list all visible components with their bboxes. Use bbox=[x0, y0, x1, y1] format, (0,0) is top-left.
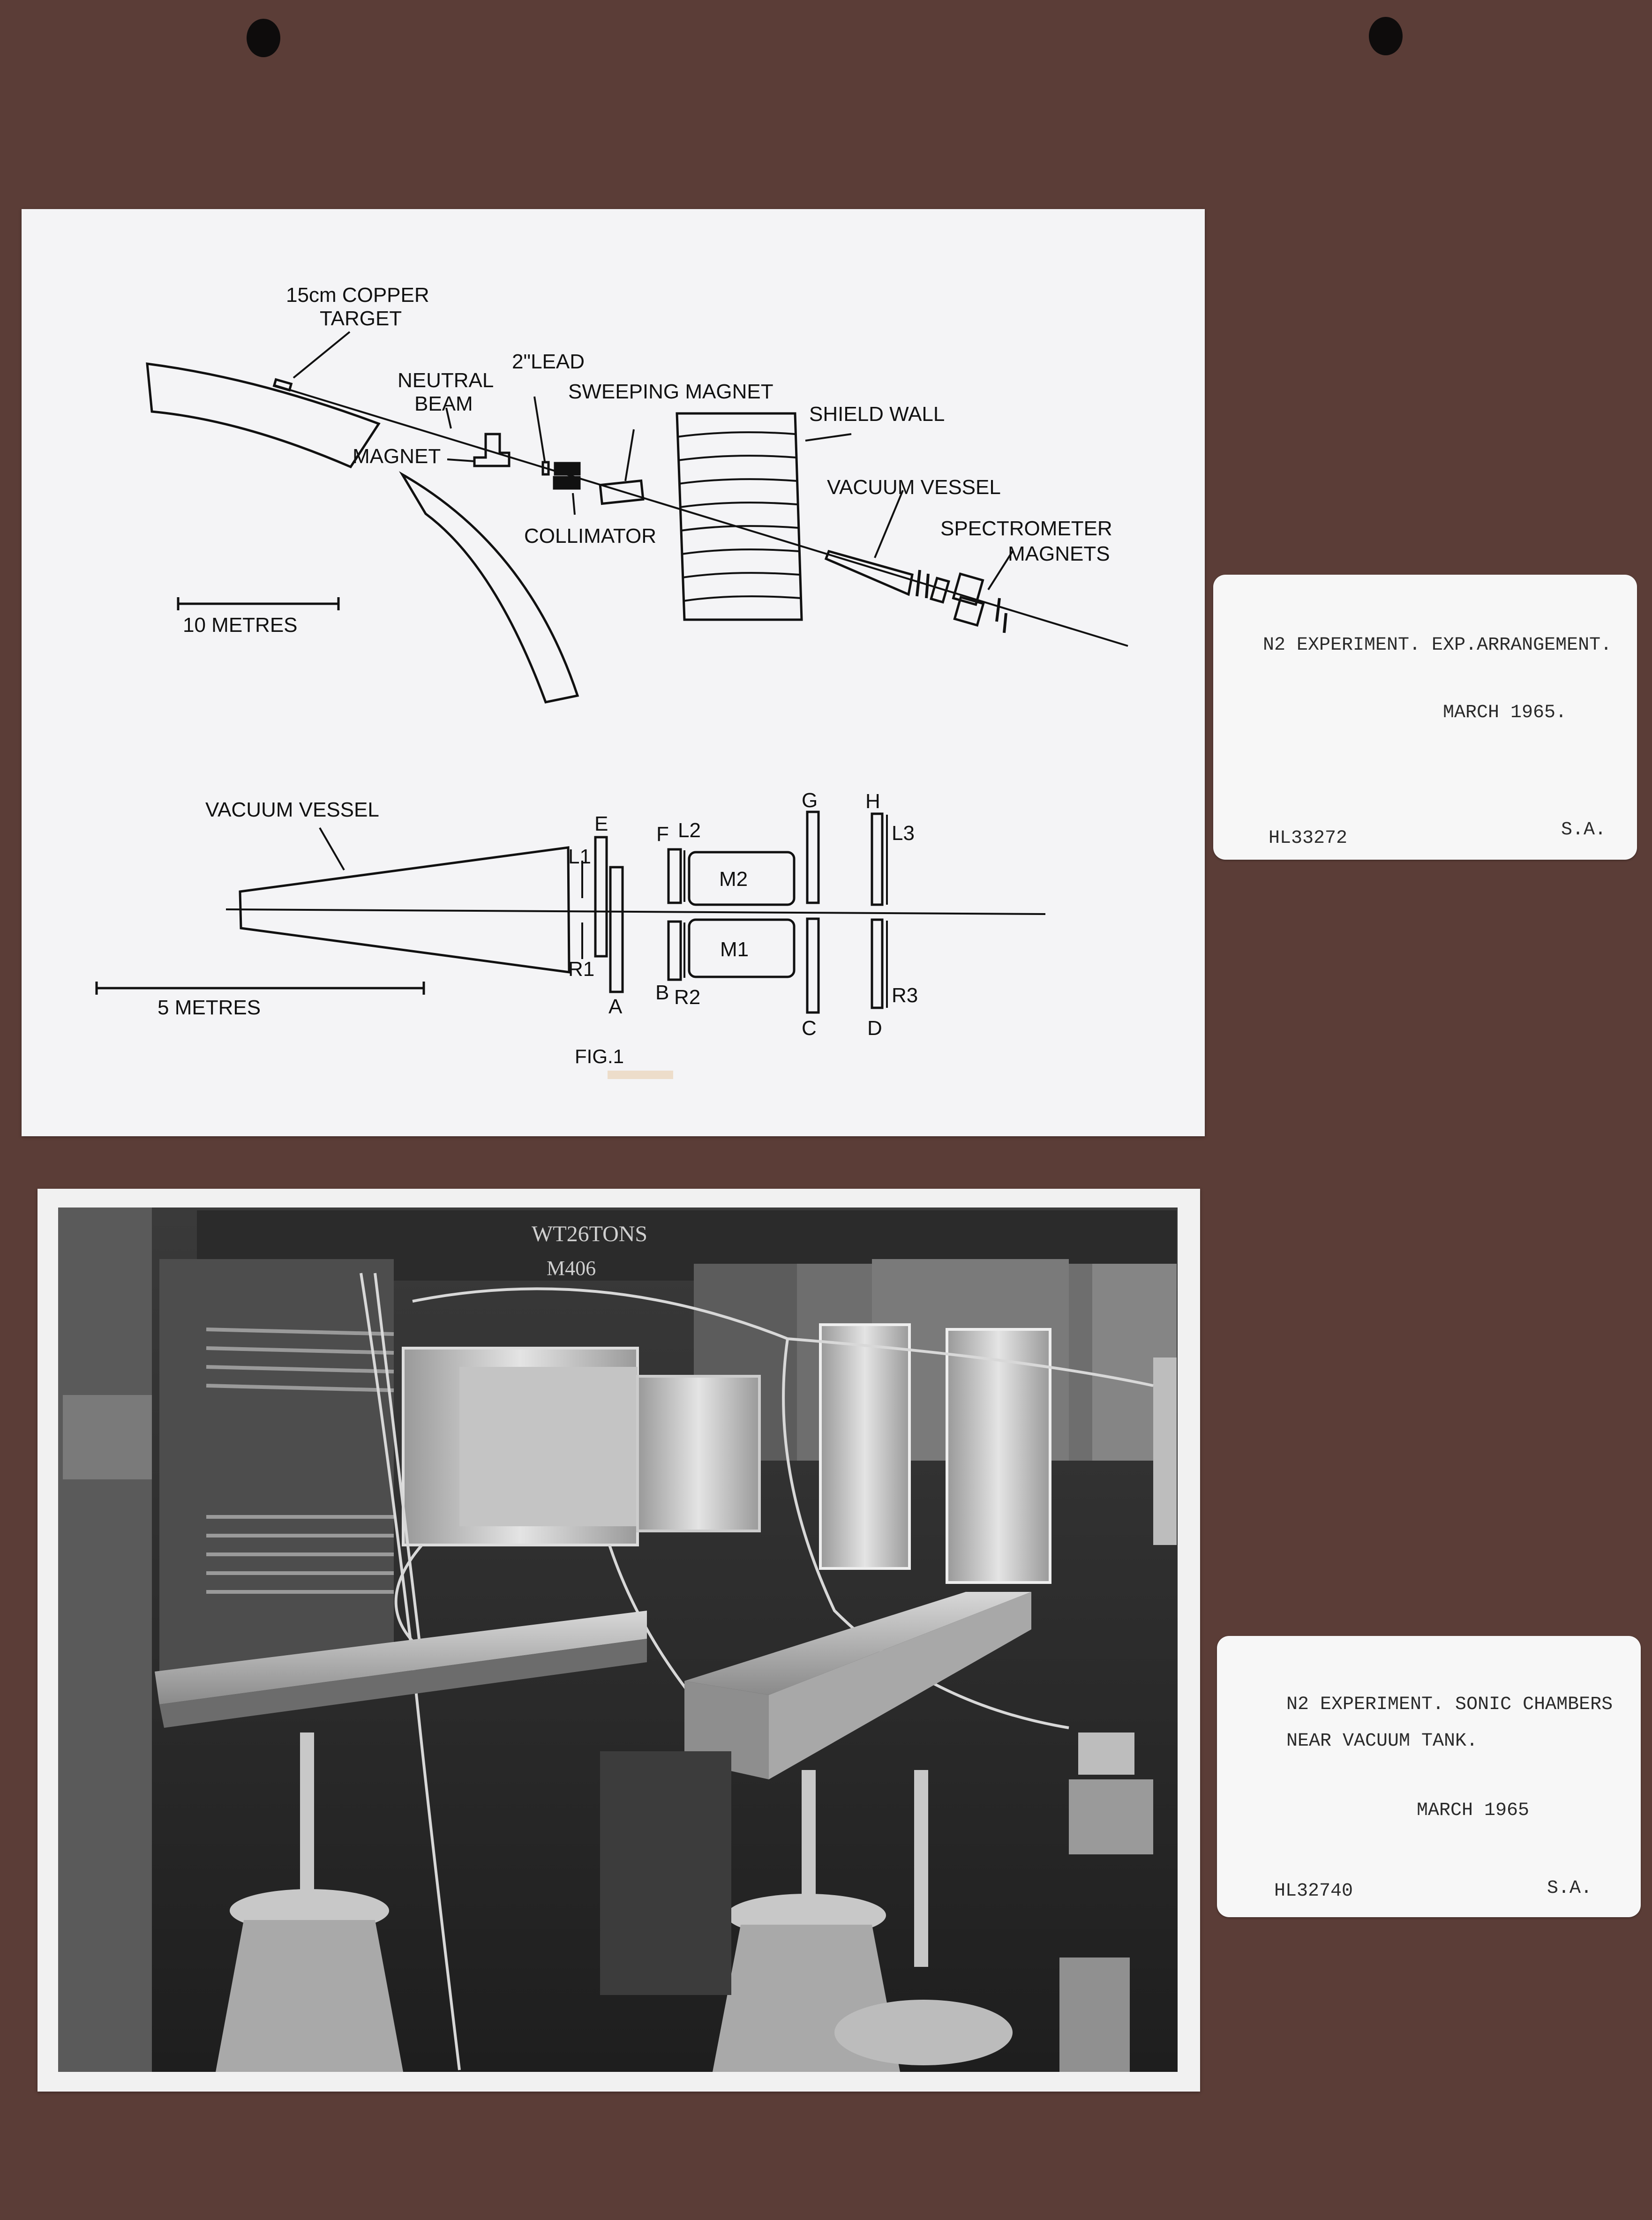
label-M2: M2 bbox=[719, 868, 748, 891]
synchrotron-arc-lower bbox=[398, 471, 579, 704]
spectrometer-magnet-1 bbox=[930, 577, 950, 604]
label-L1: L1 bbox=[568, 845, 591, 868]
synchrotron-arc-upper bbox=[146, 362, 381, 469]
card-1-initials: S.A. bbox=[1561, 819, 1607, 840]
label-target-1: 15cm COPPER bbox=[286, 284, 429, 307]
electronics-rack bbox=[600, 1751, 731, 1995]
label-vacuum-vessel-detail: VACUUM VESSEL bbox=[205, 798, 379, 821]
collimator-upper bbox=[554, 462, 581, 476]
vacuum-vessel-plan bbox=[824, 549, 914, 596]
figure-caption: FIG.1 bbox=[575, 1045, 624, 1067]
card-2-initials: S.A. bbox=[1547, 1878, 1592, 1899]
magnet-M2 bbox=[688, 851, 796, 906]
punch-hole-left bbox=[247, 19, 280, 57]
spectrometer-magnet bbox=[159, 1259, 394, 1681]
label-M1: M1 bbox=[720, 938, 749, 961]
chamber-D bbox=[871, 918, 884, 1009]
chamber-F bbox=[667, 848, 682, 904]
label-D: D bbox=[867, 1017, 882, 1040]
left-column bbox=[58, 1208, 152, 2072]
label-B: B bbox=[655, 981, 669, 1004]
label-E: E bbox=[594, 812, 608, 835]
card-2-date: MARCH 1965 bbox=[1417, 1800, 1530, 1821]
card-2-title: N2 EXPERIMENT. SONIC CHAMBERS bbox=[1286, 1694, 1613, 1715]
label-H: H bbox=[865, 790, 880, 813]
stencil-number: M406 bbox=[547, 1257, 596, 1280]
label-target-2: TARGET bbox=[320, 307, 402, 330]
magnet-M1 bbox=[688, 918, 796, 978]
label-vacuum-vessel: VACUUM VESSEL bbox=[827, 476, 1001, 499]
label-shield-wall: SHIELD WALL bbox=[809, 403, 945, 426]
card-2-ref: HL32740 bbox=[1274, 1881, 1353, 1902]
i-beam-right bbox=[684, 1592, 1031, 1695]
card-1-title: N2 EXPERIMENT. EXP.ARRANGEMENT. bbox=[1263, 635, 1612, 656]
label-G: G bbox=[802, 789, 818, 812]
sonic-chamber-4 bbox=[946, 1328, 1051, 1584]
label-F: F bbox=[656, 823, 669, 846]
label-L3: L3 bbox=[892, 822, 915, 845]
label-scale-10m: 10 METRES bbox=[183, 614, 298, 637]
card-1-ref: HL33272 bbox=[1269, 828, 1348, 849]
label-A: A bbox=[608, 995, 623, 1018]
sonic-chamber-3 bbox=[819, 1323, 911, 1570]
lead-block bbox=[541, 461, 550, 476]
chamber-A bbox=[609, 866, 624, 993]
i-beam-left bbox=[155, 1611, 647, 1704]
beam-line bbox=[274, 384, 1128, 647]
sonic-chamber-2 bbox=[636, 1375, 761, 1532]
label-lead: 2"LEAD bbox=[512, 350, 585, 373]
card-1-date: MARCH 1965. bbox=[1443, 702, 1567, 723]
sweeping-magnet bbox=[599, 479, 645, 505]
chamber-G bbox=[806, 810, 820, 904]
tape-mark bbox=[608, 1071, 673, 1079]
lab-photograph: WT26TONS M406 bbox=[58, 1208, 1178, 2072]
caption-card-sonic-chambers: N2 EXPERIMENT. SONIC CHAMBERS NEAR VACUU… bbox=[1217, 1636, 1641, 1917]
diagram-print: 15cm COPPER TARGET NEUTRAL BEAM MAGNET 2… bbox=[22, 209, 1205, 1136]
chamber-H bbox=[871, 812, 884, 906]
chamber-B bbox=[667, 920, 682, 981]
caption-card-arrangement: N2 EXPERIMENT. EXP.ARRANGEMENT. MARCH 19… bbox=[1213, 575, 1637, 860]
label-R2: R2 bbox=[674, 986, 700, 1009]
punch-hole-right bbox=[1369, 17, 1403, 55]
label-R3: R3 bbox=[892, 984, 918, 1007]
shield-wall-hatching bbox=[676, 431, 801, 602]
vacuum-vessel-detail bbox=[239, 846, 571, 974]
spectrometer-magnet-2 bbox=[952, 572, 984, 606]
spectrometer-magnet-3 bbox=[953, 595, 985, 627]
label-magnet: MAGNET bbox=[353, 445, 441, 468]
label-R1: R1 bbox=[568, 958, 594, 981]
label-scale-5m: 5 METRES bbox=[158, 996, 261, 1019]
label-L2: L2 bbox=[678, 819, 701, 842]
neutral-beam-magnet bbox=[473, 433, 511, 467]
label-collimator: COLLIMATOR bbox=[524, 525, 656, 548]
label-neutral-1: NEUTRAL bbox=[398, 369, 494, 392]
collimator-lower bbox=[553, 476, 581, 490]
experiment-diagram: 15cm COPPER TARGET NEUTRAL BEAM MAGNET 2… bbox=[95, 284, 1128, 1079]
label-spectrometer-1: SPECTROMETER bbox=[940, 517, 1112, 540]
card-2-subtitle: NEAR VACUUM TANK. bbox=[1286, 1731, 1478, 1752]
detail-beam-line bbox=[225, 908, 1046, 915]
label-C: C bbox=[802, 1017, 817, 1040]
shield-wall bbox=[676, 412, 803, 621]
label-sweeping-magnet: SWEEPING MAGNET bbox=[568, 380, 773, 403]
copper-target bbox=[272, 378, 293, 392]
label-spectrometer-2: MAGNETS bbox=[1008, 542, 1110, 565]
chamber-E bbox=[594, 836, 608, 958]
photo-print: WT26TONS M406 bbox=[38, 1189, 1200, 2092]
label-neutral-2: BEAM bbox=[414, 392, 473, 415]
chamber-C bbox=[806, 917, 820, 1014]
stencil-weight: WT26TONS bbox=[532, 1222, 647, 1246]
